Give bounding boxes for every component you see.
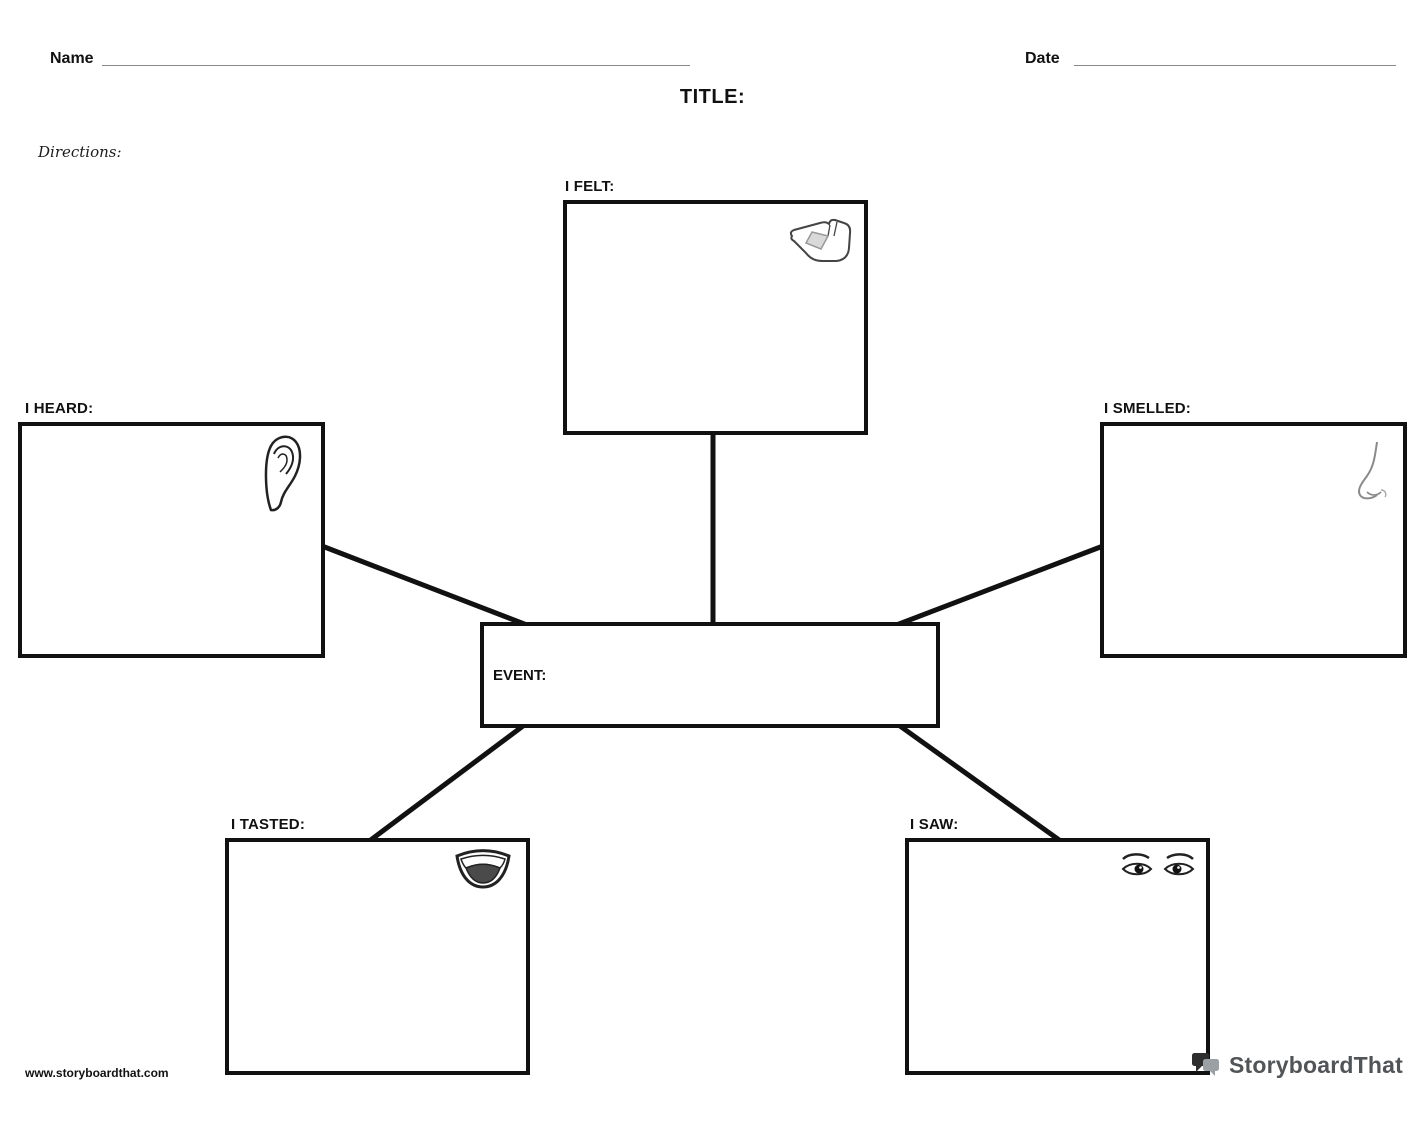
felt-label: I FELT: [565, 178, 615, 195]
saw-box[interactable] [905, 838, 1210, 1075]
name-label: Name [50, 50, 94, 67]
connector-heard-event [321, 543, 546, 635]
storyboardthat-logo-icon [1191, 1050, 1221, 1080]
eyes-icon [1120, 850, 1198, 884]
website-url: www.storyboardthat.com [25, 1066, 169, 1080]
heard-box[interactable] [18, 422, 325, 658]
tasted-box[interactable] [225, 838, 530, 1075]
hand-icon [784, 212, 854, 267]
mouth-icon [454, 848, 512, 890]
date-fill-line[interactable] [1074, 65, 1396, 66]
event-label: EVENT: [493, 666, 547, 684]
event-box[interactable]: EVENT: [480, 622, 940, 728]
title-label: TITLE: [679, 86, 746, 108]
smelled-box[interactable] [1100, 422, 1407, 658]
brand-name: StoryboardThat [1228, 1051, 1403, 1078]
tasted-label: I TASTED: [231, 816, 306, 833]
date-label: Date [1025, 50, 1060, 67]
connector-event-tasted [366, 723, 525, 845]
brand-logo: StoryboardThat [1191, 1050, 1403, 1080]
heard-label: I HEARD: [25, 400, 94, 417]
saw-label: I SAW: [910, 816, 959, 833]
smelled-label: I SMELLED: [1104, 400, 1191, 417]
name-fill-line[interactable] [102, 65, 690, 66]
directions-label: Directions: [38, 143, 122, 161]
felt-box[interactable] [563, 200, 868, 435]
connector-event-saw [898, 723, 1064, 845]
ear-icon [261, 432, 303, 517]
connector-smelled-event [877, 543, 1104, 635]
nose-icon [1345, 440, 1391, 502]
